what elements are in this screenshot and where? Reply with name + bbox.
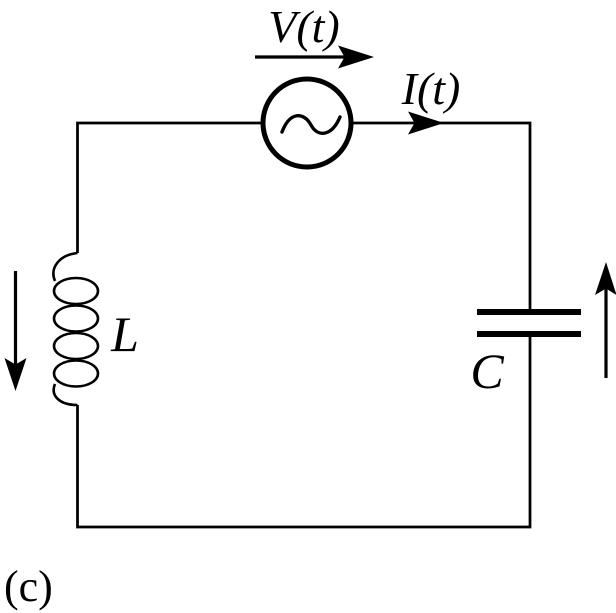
inductor-loop (52, 304, 100, 333)
voltage-label: V(t) (268, 1, 340, 52)
wire-top-right-and-right (351, 121, 532, 309)
inductor-label: L (110, 306, 139, 362)
capacitor-plates (477, 309, 581, 337)
inductor-coil (52, 251, 100, 407)
inductor-loop (52, 276, 100, 306)
current-right-arrow-icon (408, 111, 444, 135)
current-label: I(t) (401, 63, 461, 114)
inductor-loop (52, 331, 100, 361)
inductor-top-arc (52, 251, 78, 282)
wire-top-left-and-left (76, 121, 263, 253)
inductor-current-arrow (4, 271, 27, 391)
wire-bottom-loop (76, 337, 532, 529)
voltage-arrow (255, 45, 374, 69)
up-arrow-icon (595, 262, 616, 295)
capacitor-current-arrow (595, 262, 616, 378)
inductor-loop (52, 359, 100, 388)
panel-label: (c) (4, 562, 53, 611)
right-arrow-icon (338, 45, 374, 69)
ac-source-circle (260, 76, 354, 170)
down-arrow-icon (4, 358, 27, 391)
inductor-bottom-arc (52, 383, 78, 407)
sine-wave-icon (280, 114, 342, 135)
capacitor-label: C (470, 343, 504, 399)
